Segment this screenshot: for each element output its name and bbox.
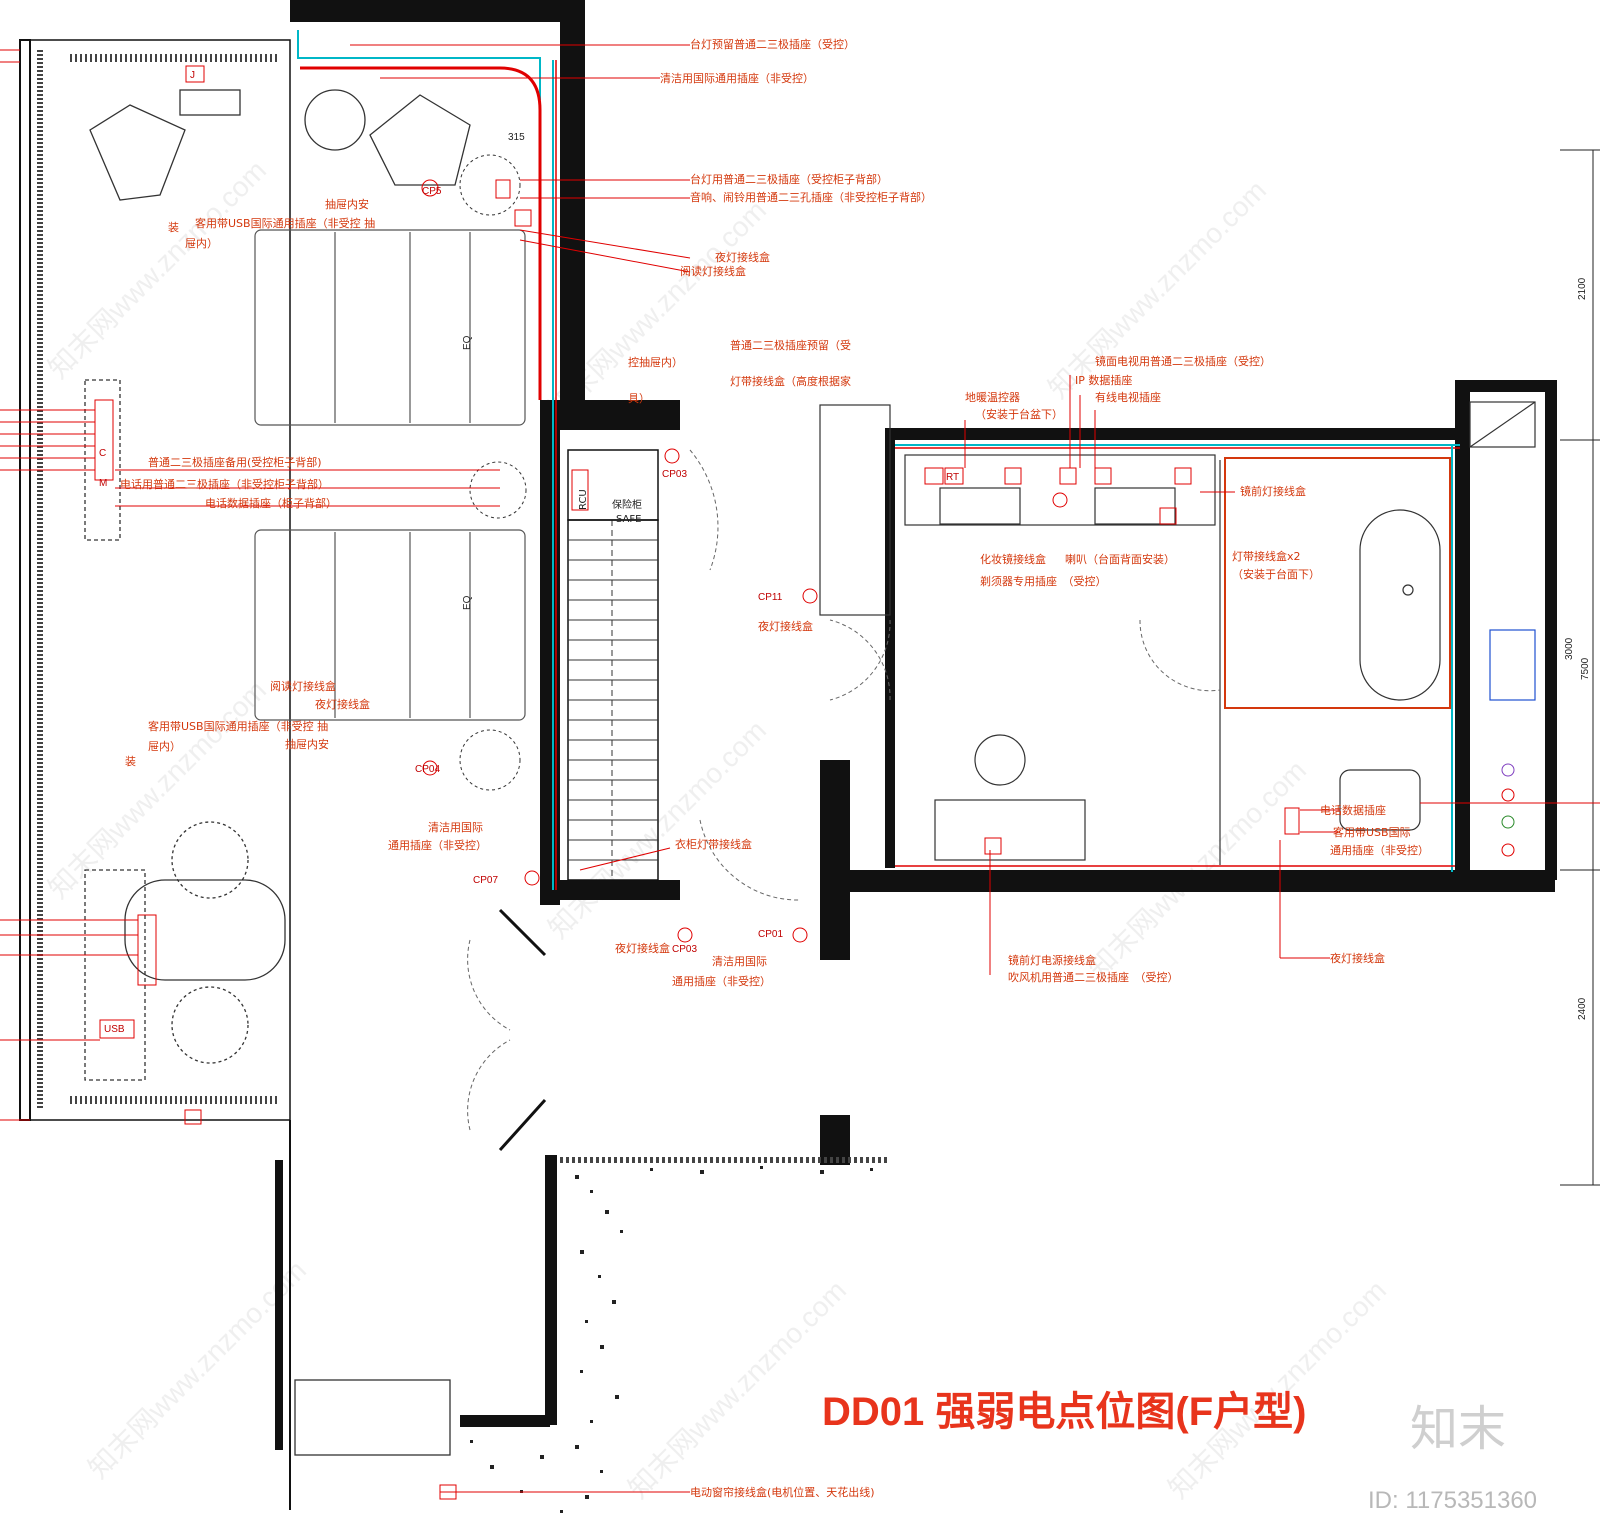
dimension-3000: 3000 [1564,637,1575,660]
data-socket-symbol: M [99,478,107,489]
label-night-light-box: 夜灯接线盒 [715,250,770,264]
label-audio-socket: 音响、闹铃用普通二三孔插座（非受控柜子背部） [690,190,932,204]
label-mirror-light-box: 镜前灯接线盒 [1240,484,1306,498]
label-cleaning-entry: 清洁用国际 [712,955,767,968]
code-cp07: CP07 [473,875,498,886]
junction-box-symbol: J [190,70,195,81]
label-usb-drawer-lower: 屉内） [148,739,181,753]
dimension-eq: EQ [462,595,473,610]
bed-lower [254,529,526,721]
watermark-diagonal: 知末网www.znzmo.com [1082,754,1312,984]
label-spare-socket: 普通二三极插座预留（受 [730,338,851,352]
exterior-stipple [470,1166,873,1513]
label-makeup-mirror: 化妆镜接线盒 [980,552,1046,566]
label-cleaning-intl: 清洁用国际 [428,821,483,834]
door-leaves [498,908,547,1152]
label-desk-lamp-cabinet: 台灯用普通二三极插座（受控柜子背部） [690,172,888,186]
label-ip-socket: IP 数据插座 [1075,373,1132,387]
watermark-diagonal: 知末网www.znzmo.com [542,714,772,944]
label-spare-cabinet-socket: 普通二三极插座备用(受控柜子背部) [148,455,322,469]
drawing-title: DD01 强弱电点位图(F户型) [822,1390,1306,1434]
code-cp03: CP03 [662,469,687,480]
label-cleaning-socket: 清洁用国际通用插座（非受控） [660,71,814,85]
label-drawer-install: 抽屉内安 [325,197,369,211]
label-bath-phone-data: 电话数据插座 [1320,803,1386,817]
thermostat-symbol: RT [946,472,959,483]
phone-socket-symbol: C [99,448,106,459]
label-phone-socket: 电话用普通二三极插座（非受控柜子背部） [120,477,329,491]
code-cp11: CP11 [758,592,783,603]
label-night-light-entry: 夜灯接线盒 [615,941,670,955]
watermark-brand: 知末 [1410,1403,1506,1456]
label-reading-light-box: 阅读灯接线盒 [680,264,746,278]
label-spare-socket-2: 控抽屉内） [628,355,683,369]
wardrobe [567,449,659,881]
usb-socket-symbol: USB [104,1024,125,1035]
safe-label-cn: 保险柜 [612,498,642,511]
watermark-diagonal: 知末网www.znzmo.com [622,1274,852,1504]
dimension-2100: 2100 [1577,277,1588,300]
label-light-strip-x2: 灯带接线盒x2 [1232,549,1301,563]
label-install-lower: 装 [125,755,136,768]
label-usb-install: 装 [168,221,179,234]
label-speaker: 喇叭（台面背面安装） [1065,552,1175,566]
label-mirror-power-box: 镜前灯电源接线盒 [1008,953,1096,967]
label-desk-lamp-socket: 台灯预留普通二三极插座（受控） [690,37,855,51]
label-light-strip-box: 灯带接线盒（高度根据家 [730,374,851,388]
label-hairdryer-socket: 吹风机用普通二三极插座 （受控） [1008,970,1179,984]
dimension-7500: 7500 [1580,657,1591,680]
bed-upper [254,229,526,426]
code-cp01: CP01 [758,929,783,940]
device-symbols: J C M USB RT [94,65,1515,1500]
dimension-line [1560,149,1600,1186]
label-cleaning-entry-2: 通用插座（非受控） [672,974,771,988]
doors [467,449,1221,1131]
label-cable-tv: 有线电视插座 [1095,390,1161,404]
label-bath-night-light: 夜灯接线盒 [1330,951,1385,965]
label-bath-night-light: 夜灯接线盒 [758,619,813,633]
label-mirror-tv-socket: 镜面电视用普通二三极插座（受控） [1095,354,1271,368]
label-cleaning-intl-2: 通用插座（非受控） [388,838,487,852]
label-usb-socket: 客用带USB国际通用插座（非受控 抽 [195,216,375,230]
rcu-label: RCU [578,489,589,510]
code-cp5: CP5 [422,186,442,197]
label-bath-usb-2: 通用插座（非受控） [1330,843,1429,857]
leader-lines [0,44,1600,1493]
walls [290,0,1557,1427]
label-drawer-install-lower: 抽屉内安 [285,737,329,751]
safe-label-en: SAFE [616,514,641,525]
furniture [84,89,471,1456]
label-phone-data: 电话数据插座（柜子背部） [205,496,337,510]
label-light-strip-x2-note: （安装于台面下） [1232,567,1320,581]
circuit-line [300,66,542,400]
label-bath-usb: 客用带USB国际 [1333,825,1411,839]
dimension-eq: EQ [462,335,473,350]
label-usb-socket-lower: 客用带USB国际通用插座（非受控 抽 [148,719,328,733]
label-floor-heating-note: （安装于台盆下） [975,407,1063,421]
dimension-2400: 2400 [1577,997,1588,1020]
code-cp04: CP04 [415,764,440,775]
code-cp03-lower: CP03 [672,944,697,955]
label-usb-drawer: 屉内） [185,236,218,250]
left-window-wall [19,39,291,1510]
label-curtain-motor-box: 电动窗帘接线盒(电机位置、天花出线) [690,1485,875,1499]
watermark-diagonal: 知末网www.znzmo.com [42,674,272,904]
watermark-diagonal: 知末网www.znzmo.com [1042,174,1272,404]
label-wardrobe-strip: 衣柜灯带接线盒 [675,837,752,851]
dimension-315: 315 [508,132,525,143]
label-shaver-socket: 剃须器专用插座 （受控） [980,574,1107,588]
label-reading-light-lower: 阅读灯接线盒 [270,679,336,693]
watermark-id: ID: 1175351360 [1368,1487,1537,1514]
watermark-diagonal: 知末网www.znzmo.com [42,154,272,384]
bathroom-fixtures [819,401,1536,865]
label-floor-heating: 地暖温控器 [965,390,1020,404]
label-light-strip-box-2: 具） [628,392,650,405]
label-night-light-lower: 夜灯接线盒 [315,697,370,711]
